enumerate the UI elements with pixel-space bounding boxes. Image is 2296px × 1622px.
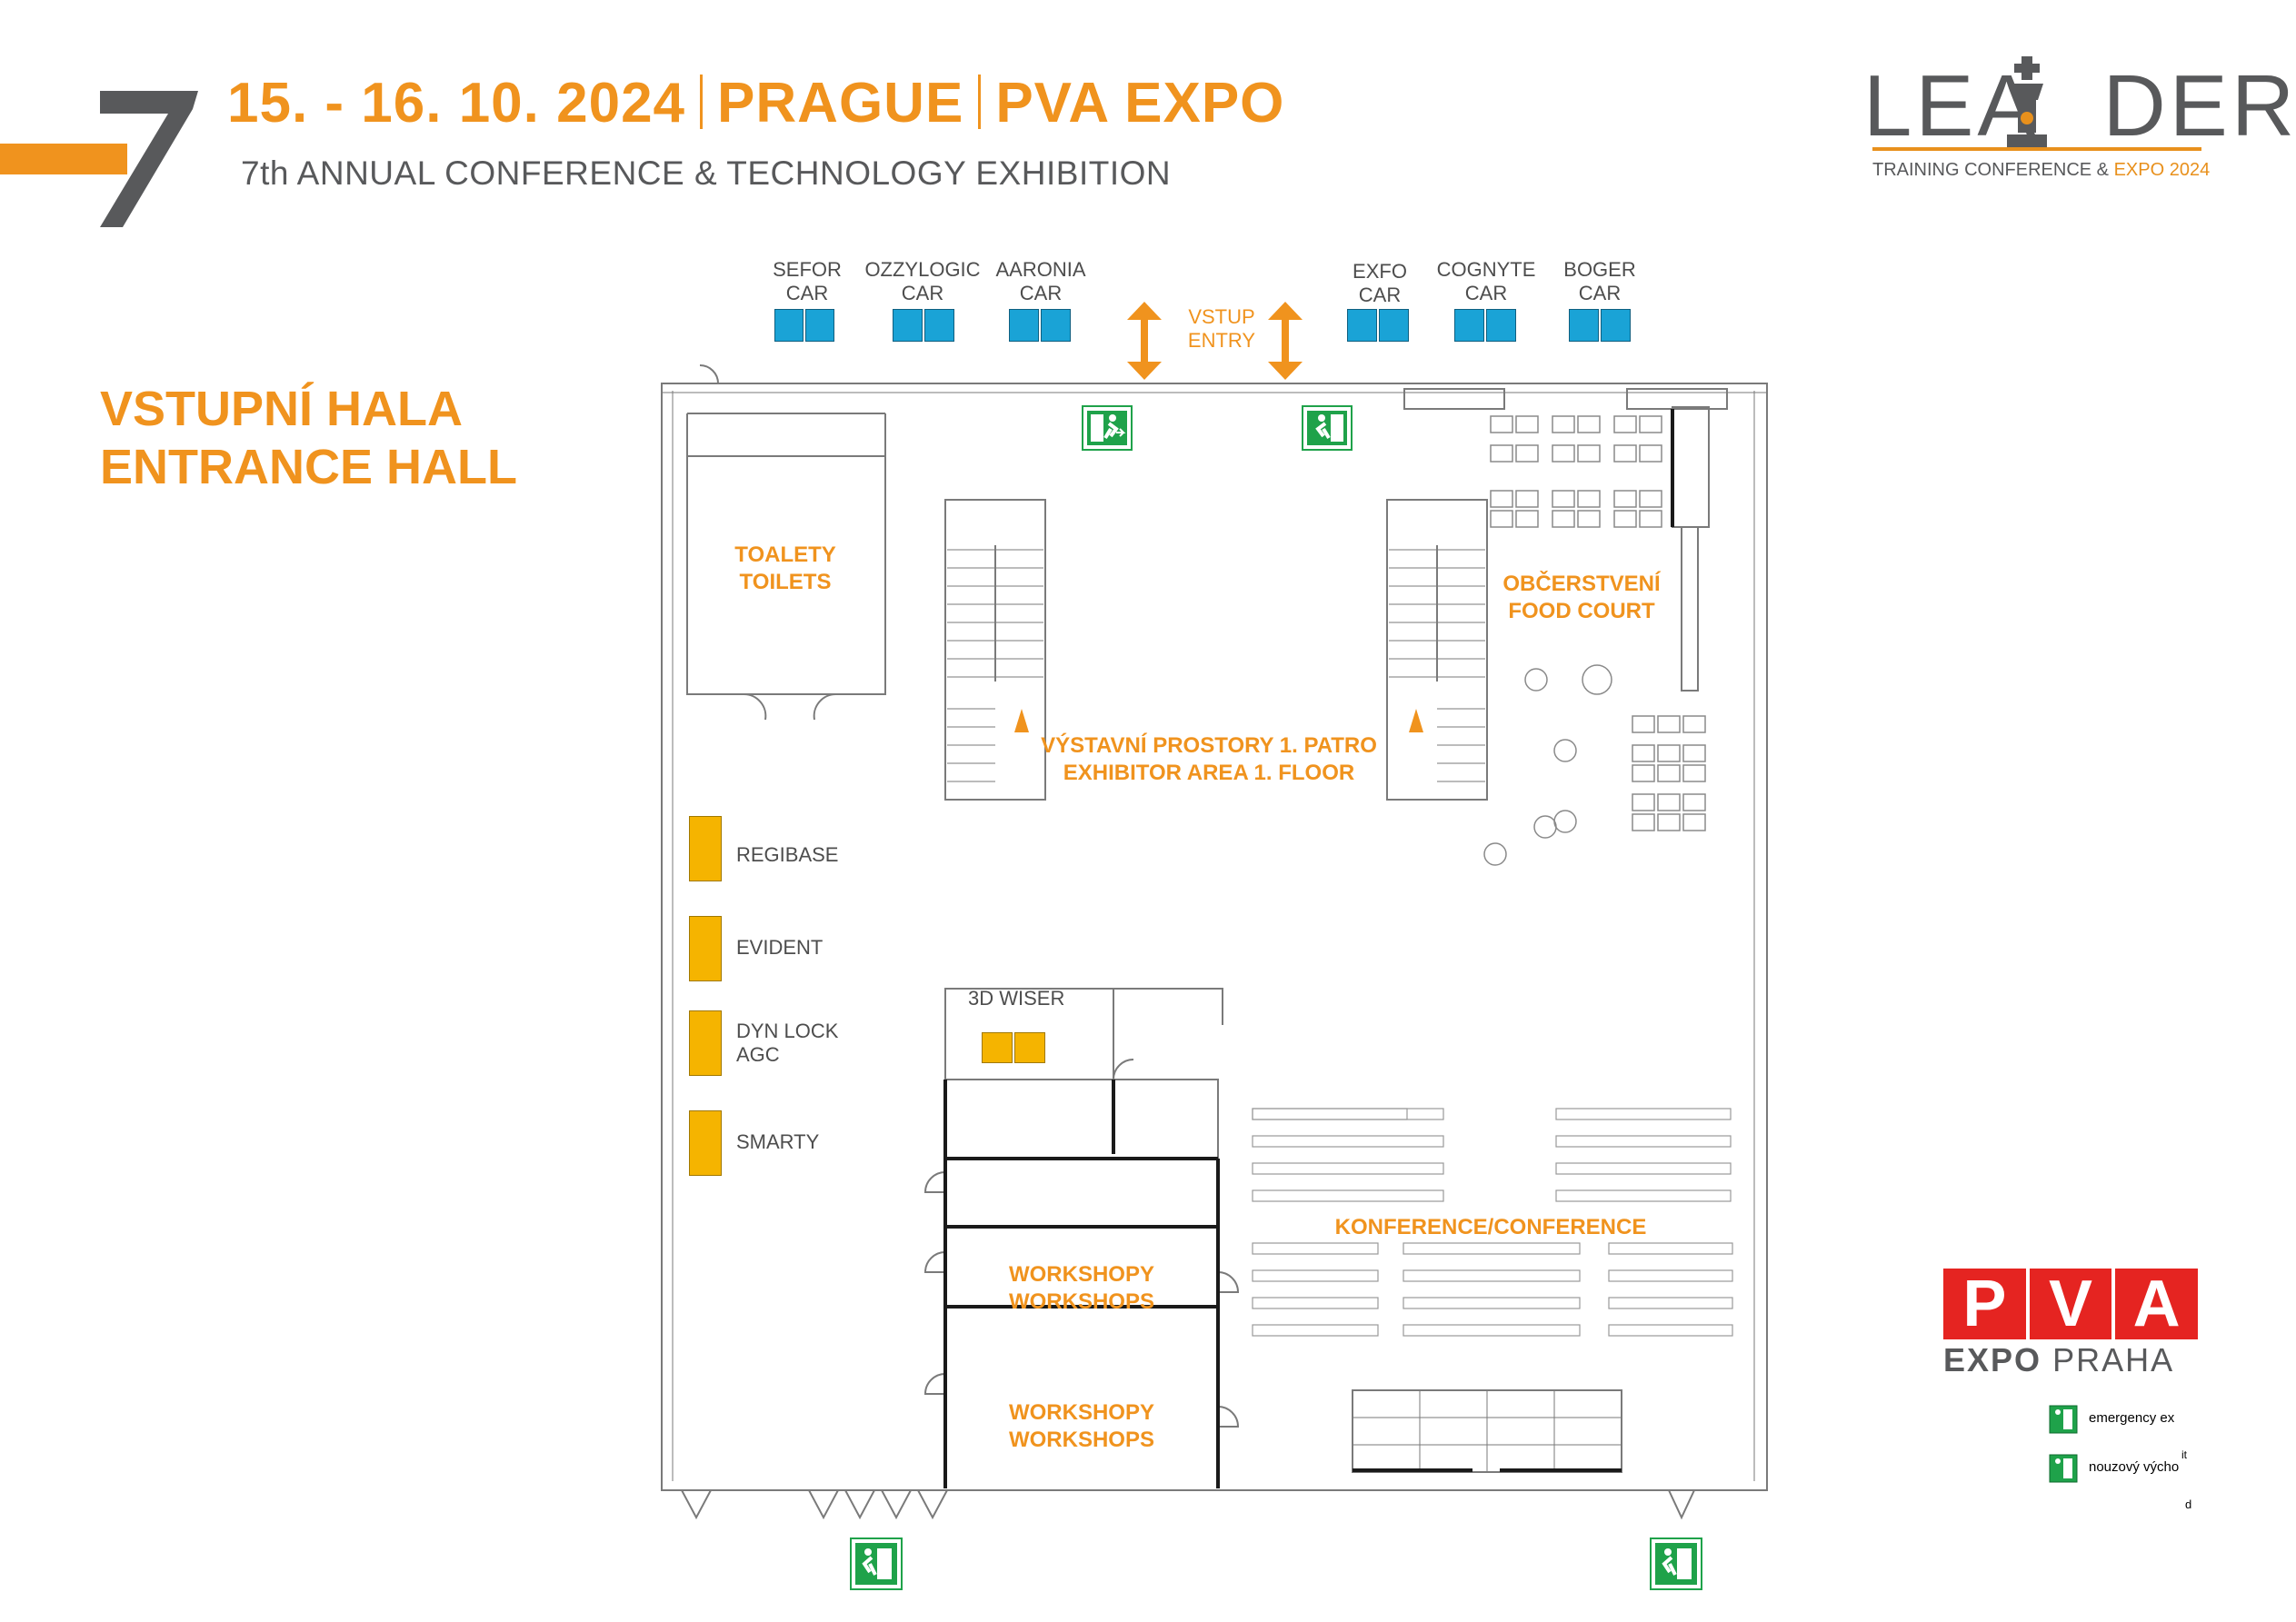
legend-tail-it: it: [2181, 1448, 2187, 1461]
car-boger: [1569, 309, 1631, 342]
emergency-exit-icon: [1082, 405, 1133, 451]
hall-title-en: ENTRANCE HALL: [100, 440, 517, 494]
conference-label: KONFERENCE/CONFERENCE: [1334, 1215, 1647, 1239]
emergency-exit-icon: [2049, 1454, 2078, 1483]
booth-label-3d-wiser: 3D WISER: [968, 987, 1065, 1010]
emergency-exit-icon: [850, 1537, 903, 1590]
pva-logo: P V A: [1943, 1269, 2199, 1339]
legend-tail-d: d: [2185, 1498, 2192, 1511]
car-ozzylogic: [893, 309, 954, 342]
event-subtitle: 7th ANNUAL CONFERENCE & TECHNOLOGY EXHIB…: [241, 154, 1172, 192]
booth-smarty: [689, 1110, 722, 1176]
booth-label-smarty: SMARTY: [736, 1130, 820, 1153]
legend-item-nouzovy: nouzový výcho: [2089, 1459, 2180, 1475]
car-sefor: [774, 309, 834, 342]
booth-regibase: [689, 816, 722, 881]
leader-tagline: TRAINING CONFERENCE & EXPO 2024: [1872, 160, 2211, 180]
event-venue: PVA EXPO: [995, 72, 1285, 134]
event-city: PRAGUE: [717, 72, 964, 134]
leader-logo-rule: [1872, 147, 2201, 151]
car-exfo: [1347, 309, 1409, 342]
chess-king-icon: [2007, 56, 2047, 147]
pva-logo-sub: EXPO PRAHA: [1943, 1341, 2175, 1378]
booth-label-regibase: REGIBASE: [736, 843, 839, 866]
booth-label-dyn-lock: DYN LOCK AGC: [736, 1020, 839, 1066]
conference-seating: [1252, 1108, 1733, 1337]
hall-title-cz: VSTUPNÍ HALA: [100, 382, 464, 436]
car-aaronia: [1009, 309, 1071, 342]
event-date-line: 15. - 16. 10. 2024 PRAGUE PVA EXPO: [227, 71, 1284, 135]
booth-evident: [689, 916, 722, 981]
emergency-exit-icon: [1302, 405, 1353, 451]
booth-label-evident: EVIDENT: [736, 936, 824, 959]
legend-item-emergency: emergency ex: [2089, 1410, 2175, 1426]
event-date: 15. - 16. 10. 2024: [227, 72, 686, 134]
emergency-exit-icon: [2049, 1405, 2078, 1434]
big-seven-logo: [0, 91, 198, 227]
emergency-exit-icon: [1650, 1537, 1702, 1590]
booth-dyn-lock: [689, 1010, 722, 1076]
hall-title: VSTUPNÍ HALA ENTRANCE HALL: [100, 380, 517, 496]
booth-3d-wiser: [982, 1032, 1045, 1063]
car-cognyte: [1454, 309, 1516, 342]
